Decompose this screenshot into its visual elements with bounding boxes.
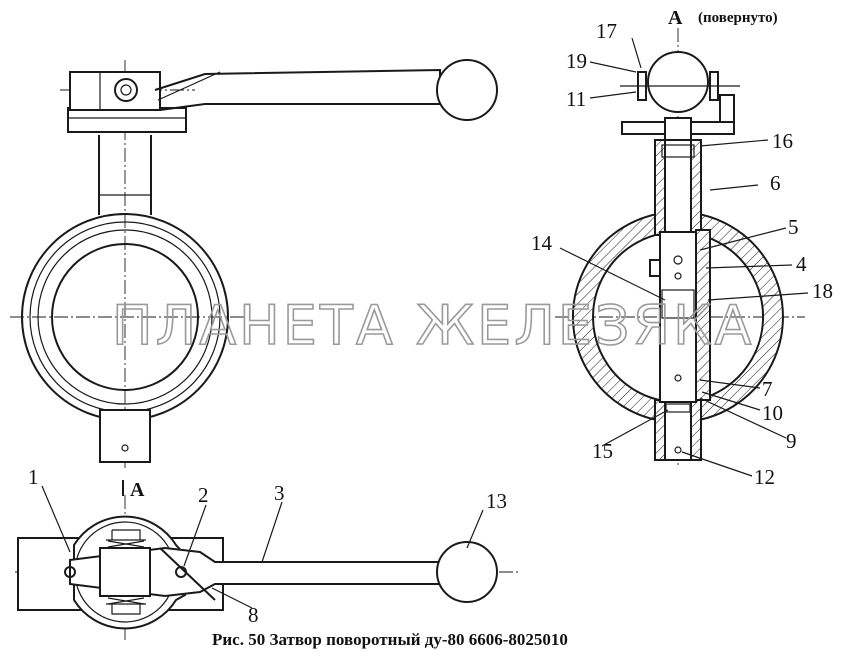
callout-6: 6: [770, 171, 781, 195]
view-label-letter: А: [668, 7, 683, 29]
callout-9: 9: [786, 429, 797, 453]
section-marker-label: А: [130, 479, 145, 501]
leader-lines: [41, 37, 809, 609]
figure-caption: Рис. 50 Затвор поворотный ду-80 6606-802…: [212, 630, 568, 649]
view-label-note: (повернуто): [698, 10, 778, 26]
watermark: ПЛАНЕТА ЖЕЛЕЗЯКА: [112, 294, 754, 357]
callout-13: 13: [486, 489, 507, 513]
front-view: [10, 59, 498, 468]
callout-numbers: 1 2 3 4 5 6 7 8 9 10 11 12 13 14 15 16 1…: [28, 19, 833, 627]
callout-2: 2: [198, 483, 209, 507]
callout-4: 4: [796, 252, 807, 276]
callout-3: 3: [274, 481, 285, 505]
callout-16: 16: [772, 129, 793, 153]
callout-8: 8: [248, 603, 259, 627]
callout-18: 18: [812, 279, 833, 303]
callout-12: 12: [754, 465, 775, 489]
side-section: [555, 28, 805, 468]
top-view: [15, 480, 520, 640]
callout-11: 11: [566, 87, 586, 111]
callout-15: 15: [592, 439, 613, 463]
callout-17: 17: [596, 19, 617, 43]
callout-1: 1: [28, 465, 39, 489]
callout-19: 19: [566, 49, 587, 73]
callout-7: 7: [762, 377, 773, 401]
callout-14: 14: [531, 231, 553, 255]
callout-5: 5: [788, 215, 799, 239]
callout-10: 10: [762, 401, 783, 425]
